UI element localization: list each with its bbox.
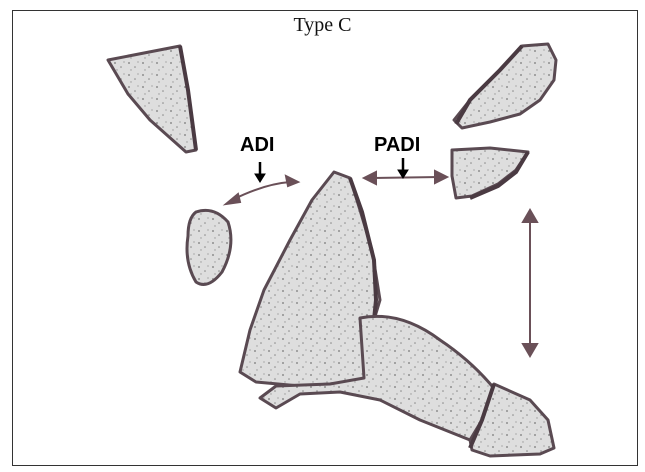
adi-label: ADI — [240, 134, 274, 157]
adi-pointer-arrow — [255, 162, 265, 182]
padi-label: PADI — [374, 134, 420, 157]
padi-pointer-arrow — [398, 158, 408, 178]
anterior-arch — [187, 210, 231, 284]
vertical-double-arrow — [523, 210, 537, 356]
adi-double-arrow — [226, 176, 298, 204]
bone-fragment-top-right — [454, 44, 556, 128]
